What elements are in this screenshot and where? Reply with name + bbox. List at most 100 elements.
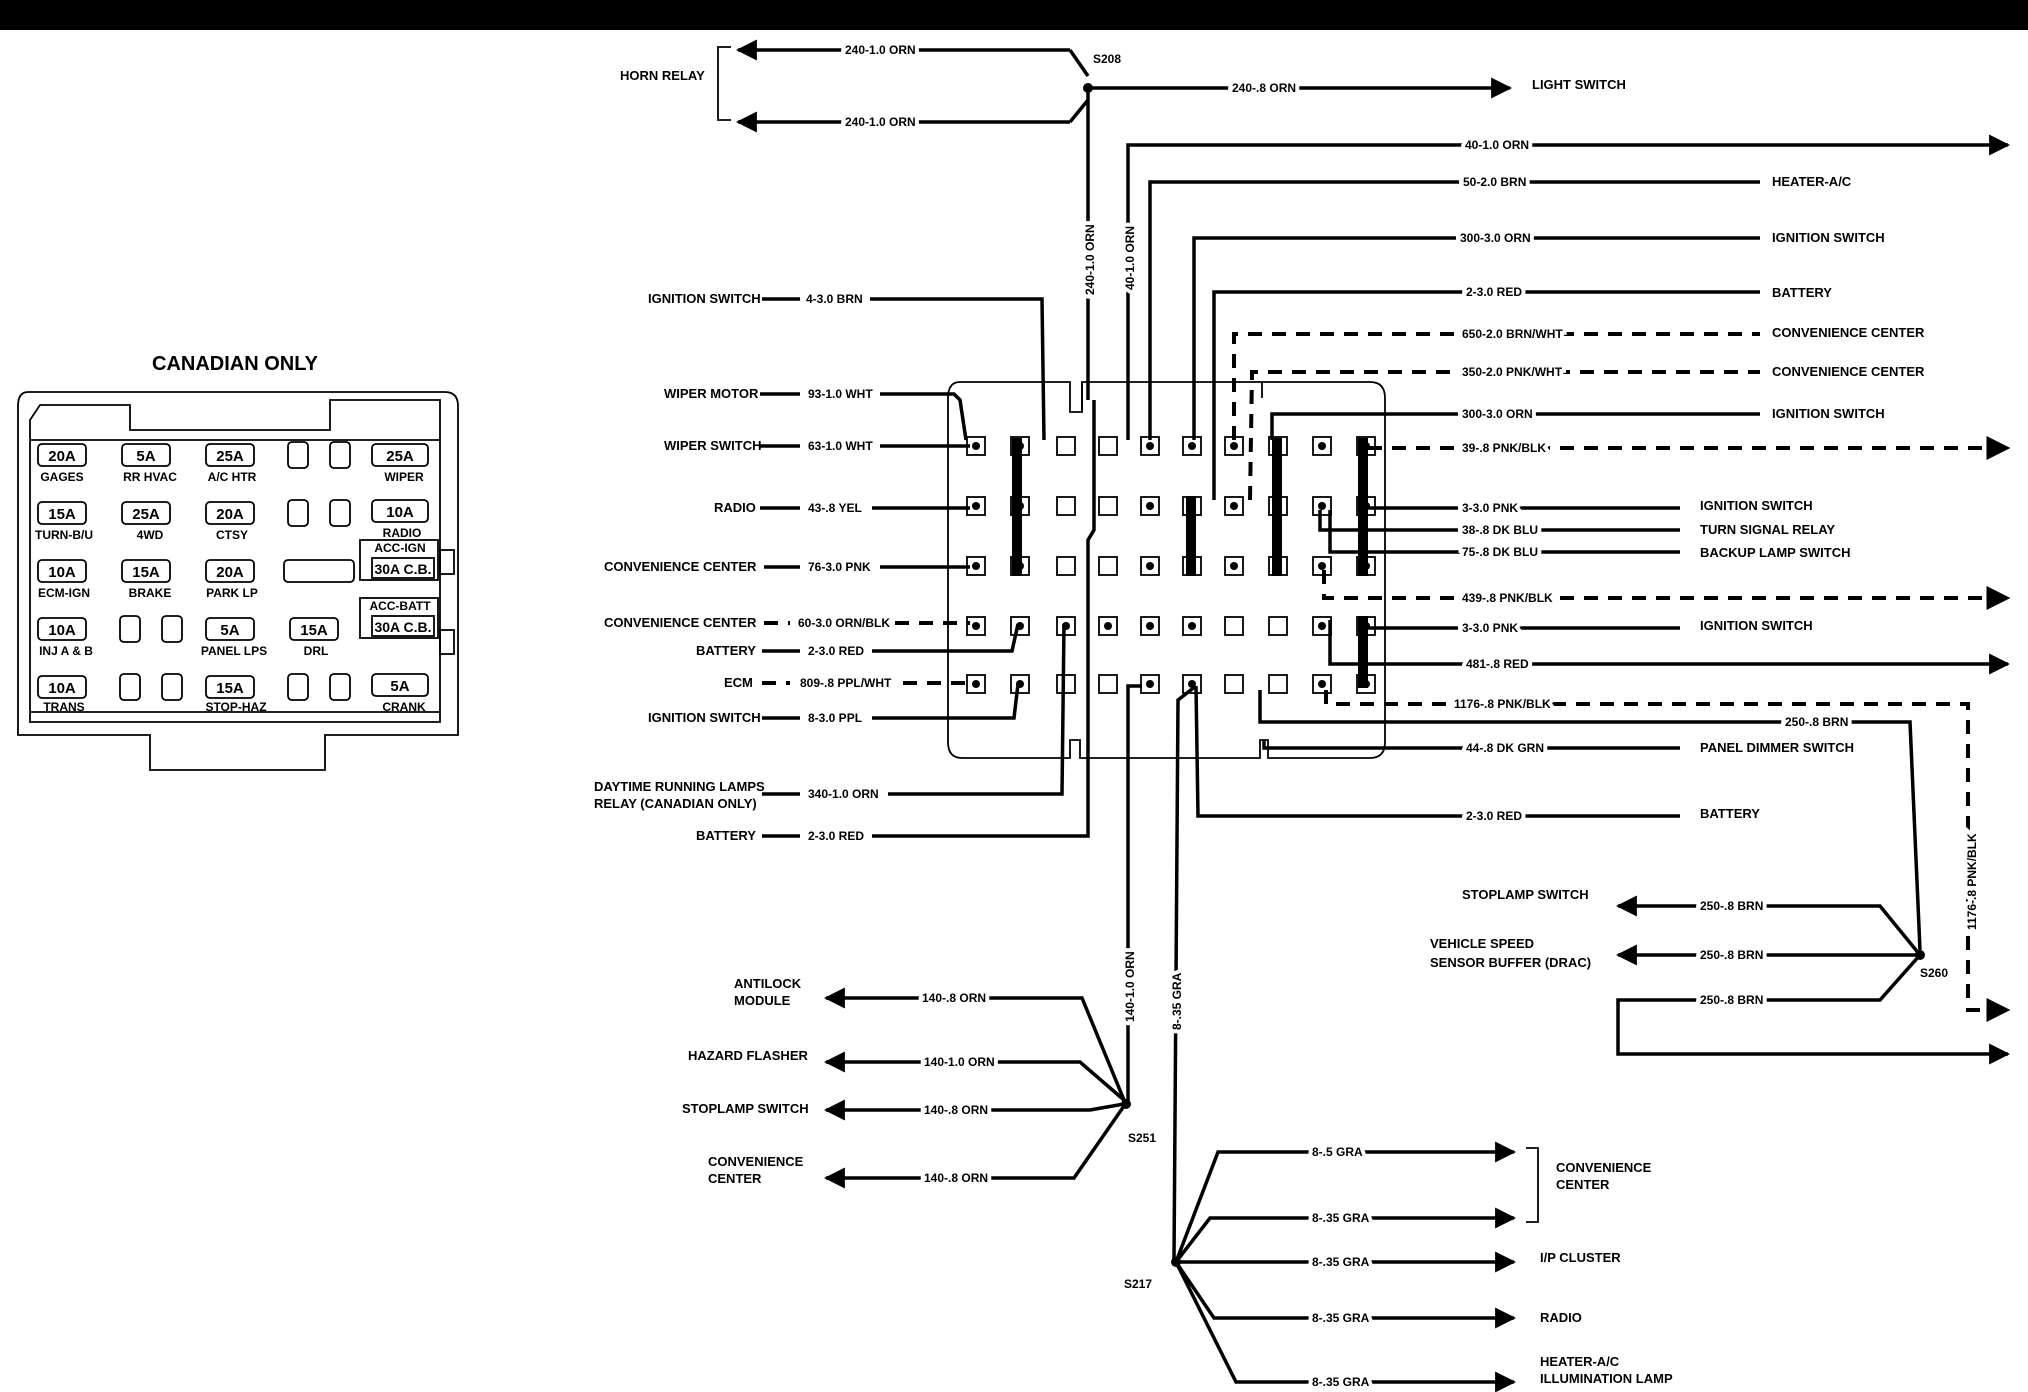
connector-pin-contact	[972, 680, 980, 688]
bus-bar	[1358, 438, 1368, 576]
connector-pin-contact	[1146, 442, 1154, 450]
fuse-slot	[287, 673, 309, 701]
panel-dimmer-switch-label: PANEL DIMMER SWITCH	[1700, 740, 1854, 755]
connector-pin	[1056, 556, 1076, 576]
fuse-body	[371, 443, 429, 467]
wire-250-3	[1616, 953, 2011, 1065]
fuse-body	[205, 675, 255, 699]
wiper-motor-label: WIPER MOTOR	[664, 386, 759, 401]
wire-label: 8-.35 GRA	[1170, 972, 1184, 1030]
wire-8-vert	[1172, 684, 1198, 1261]
wire-label: 43-.8 YEL	[808, 501, 862, 515]
fuse-label: DRL	[304, 644, 329, 658]
bus-bar	[1272, 438, 1282, 576]
bus-bar	[1358, 616, 1368, 688]
splice-label: S251	[1128, 1131, 1156, 1145]
wire-label: 240-1.0 ORN	[1083, 224, 1097, 295]
wire-44	[1262, 740, 1680, 750]
wire-250-stop	[1615, 895, 1922, 957]
fuse-rating: 10A	[386, 504, 414, 521]
fuse-slot-wide	[283, 559, 355, 583]
fuse-label: TRANS	[43, 700, 84, 714]
connector-pin	[1268, 674, 1288, 694]
fuse-label: STOP-HAZ	[205, 700, 266, 714]
turn-signal-relay-label: TURN SIGNAL RELAY	[1700, 522, 1835, 537]
wire-label: 60-3.0 ORN/BLK	[798, 616, 890, 630]
wire-50	[1148, 180, 1760, 440]
drl-relay-label: DAYTIME RUNNING LAMPS	[594, 779, 765, 794]
wire-300b	[1270, 412, 1760, 440]
wire-label: 1176-.8 PNK/BLK	[1965, 833, 1979, 930]
wire-label: 4-3.0 BRN	[806, 292, 863, 306]
wire-label: 8-.35 GRA	[1312, 1311, 1370, 1325]
ip-cluster-label: I/P CLUSTER	[1540, 1250, 1621, 1265]
fuse-body	[205, 559, 255, 583]
ignition-switch-label: IGNITION SWITCH	[648, 291, 761, 306]
wire-650	[1232, 332, 1760, 440]
wire-300a	[1192, 236, 1760, 440]
fuse-rating: 5A	[136, 448, 155, 465]
wire-label: 140-.8 ORN	[922, 991, 986, 1005]
connector-pin-contact	[1146, 502, 1154, 510]
fuse-rating: 25A	[386, 448, 414, 465]
wire-label: 240-.8 ORN	[1232, 81, 1296, 95]
bus-bar	[1012, 438, 1022, 576]
connector-pin	[1098, 674, 1118, 694]
fuse-rating: 10A	[48, 564, 76, 581]
radio-label: RADIO	[1540, 1310, 1582, 1325]
wire-8-conv1	[1174, 1141, 1517, 1263]
battery-label: BATTERY	[1772, 285, 1832, 300]
wire-label: 93-1.0 WHT	[808, 387, 873, 401]
wire-label: 38-.8 DK BLU	[1462, 523, 1538, 537]
wire-8-conv2	[1174, 1207, 1517, 1264]
wire-75	[1328, 510, 1680, 554]
radio-label: RADIO	[714, 500, 756, 515]
wire-140-conv	[823, 1105, 1126, 1189]
heater-ac-label: HEATER-A/C	[1540, 1354, 1620, 1369]
connector-pin	[1224, 616, 1244, 636]
connector-outline	[947, 381, 1386, 759]
connector-pin-contact	[972, 502, 980, 510]
wire-label: 8-.35 GRA	[1312, 1255, 1370, 1269]
wire-label: 300-3.0 ORN	[1460, 231, 1531, 245]
fuse-label: CTSY	[216, 528, 248, 542]
drl-relay-label: RELAY (CANADIAN ONLY)	[594, 796, 757, 811]
wire-label: 250-.8 BRN	[1700, 993, 1763, 1007]
wire-label: 240-1.0 ORN	[845, 115, 916, 129]
wire-label: 250-.8 BRN	[1700, 899, 1763, 913]
breaker-body	[371, 557, 435, 579]
connector-pin	[1224, 674, 1244, 694]
wire-label: 340-1.0 ORN	[808, 787, 879, 801]
connector-pin-contact	[1318, 442, 1326, 450]
connector-pin-contact	[1104, 622, 1112, 630]
connector-pin-contact	[972, 442, 980, 450]
connector-pin	[1098, 436, 1118, 456]
wire-240-top-s208	[1068, 49, 1090, 77]
fuse-slot	[329, 673, 351, 701]
wire-label: 39-.8 PNK/BLK	[1462, 441, 1546, 455]
backup-lamp-switch-label: BACKUP LAMP SWITCH	[1700, 545, 1850, 560]
left-side-wires: IGNITION SWITCH 4-3.0 BRN WIPER MOTOR 93…	[594, 291, 1096, 843]
fuse-slot	[287, 441, 309, 469]
connector-pin-contact	[1146, 680, 1154, 688]
light-switch-label: LIGHT SWITCH	[1532, 77, 1626, 92]
bus-bars	[1012, 438, 1368, 688]
wire-label: 240-1.0 ORN	[845, 43, 916, 57]
fuse-body	[121, 443, 171, 467]
wire-label: 650-2.0 BRN/WHT	[1462, 327, 1563, 341]
fuse-body	[205, 443, 255, 467]
connector-pin-contact	[1230, 442, 1238, 450]
wire-label: 350-2.0 PNK/WHT	[1462, 365, 1563, 379]
fuse-body	[371, 499, 429, 523]
fuse-rating: 25A	[132, 506, 160, 523]
convenience-center-label: CONVENIENCE CENTER	[1772, 364, 1925, 379]
fuse-body	[37, 501, 87, 525]
fuse-slot	[329, 441, 351, 469]
fuse-rating: 20A	[216, 506, 244, 523]
fuse-rating: 15A	[132, 564, 160, 581]
fuse-slot	[161, 615, 183, 643]
fuse-label: WIPER	[384, 470, 424, 484]
wire-label: 250-.8 BRN	[1700, 948, 1763, 962]
stoplamp-switch-label: STOPLAMP SWITCH	[1462, 887, 1589, 902]
